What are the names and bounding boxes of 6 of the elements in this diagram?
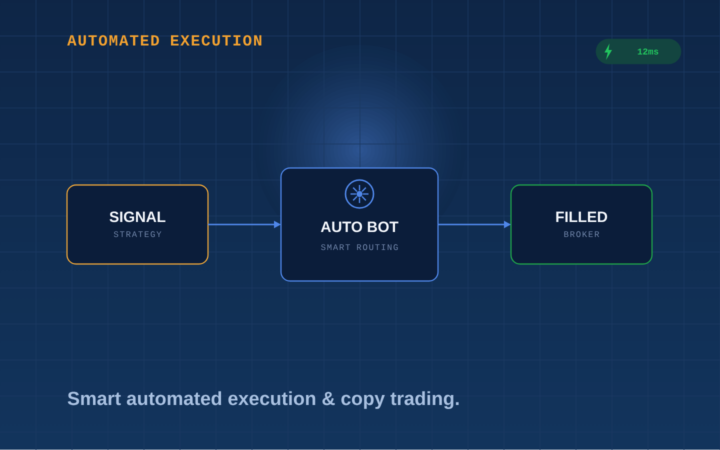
status-badge: 12ms bbox=[596, 38, 682, 64]
heading: AUTOMATED EXECUTION bbox=[67, 35, 262, 46]
process-box: FILLED BROKER bbox=[510, 184, 653, 265]
caption: Smart automated execution & copy trading. bbox=[68, 391, 459, 410]
process-box: AUTO BOT SMART ROUTING bbox=[280, 167, 439, 282]
process-box: SIGNAL STRATEGY bbox=[66, 184, 209, 265]
